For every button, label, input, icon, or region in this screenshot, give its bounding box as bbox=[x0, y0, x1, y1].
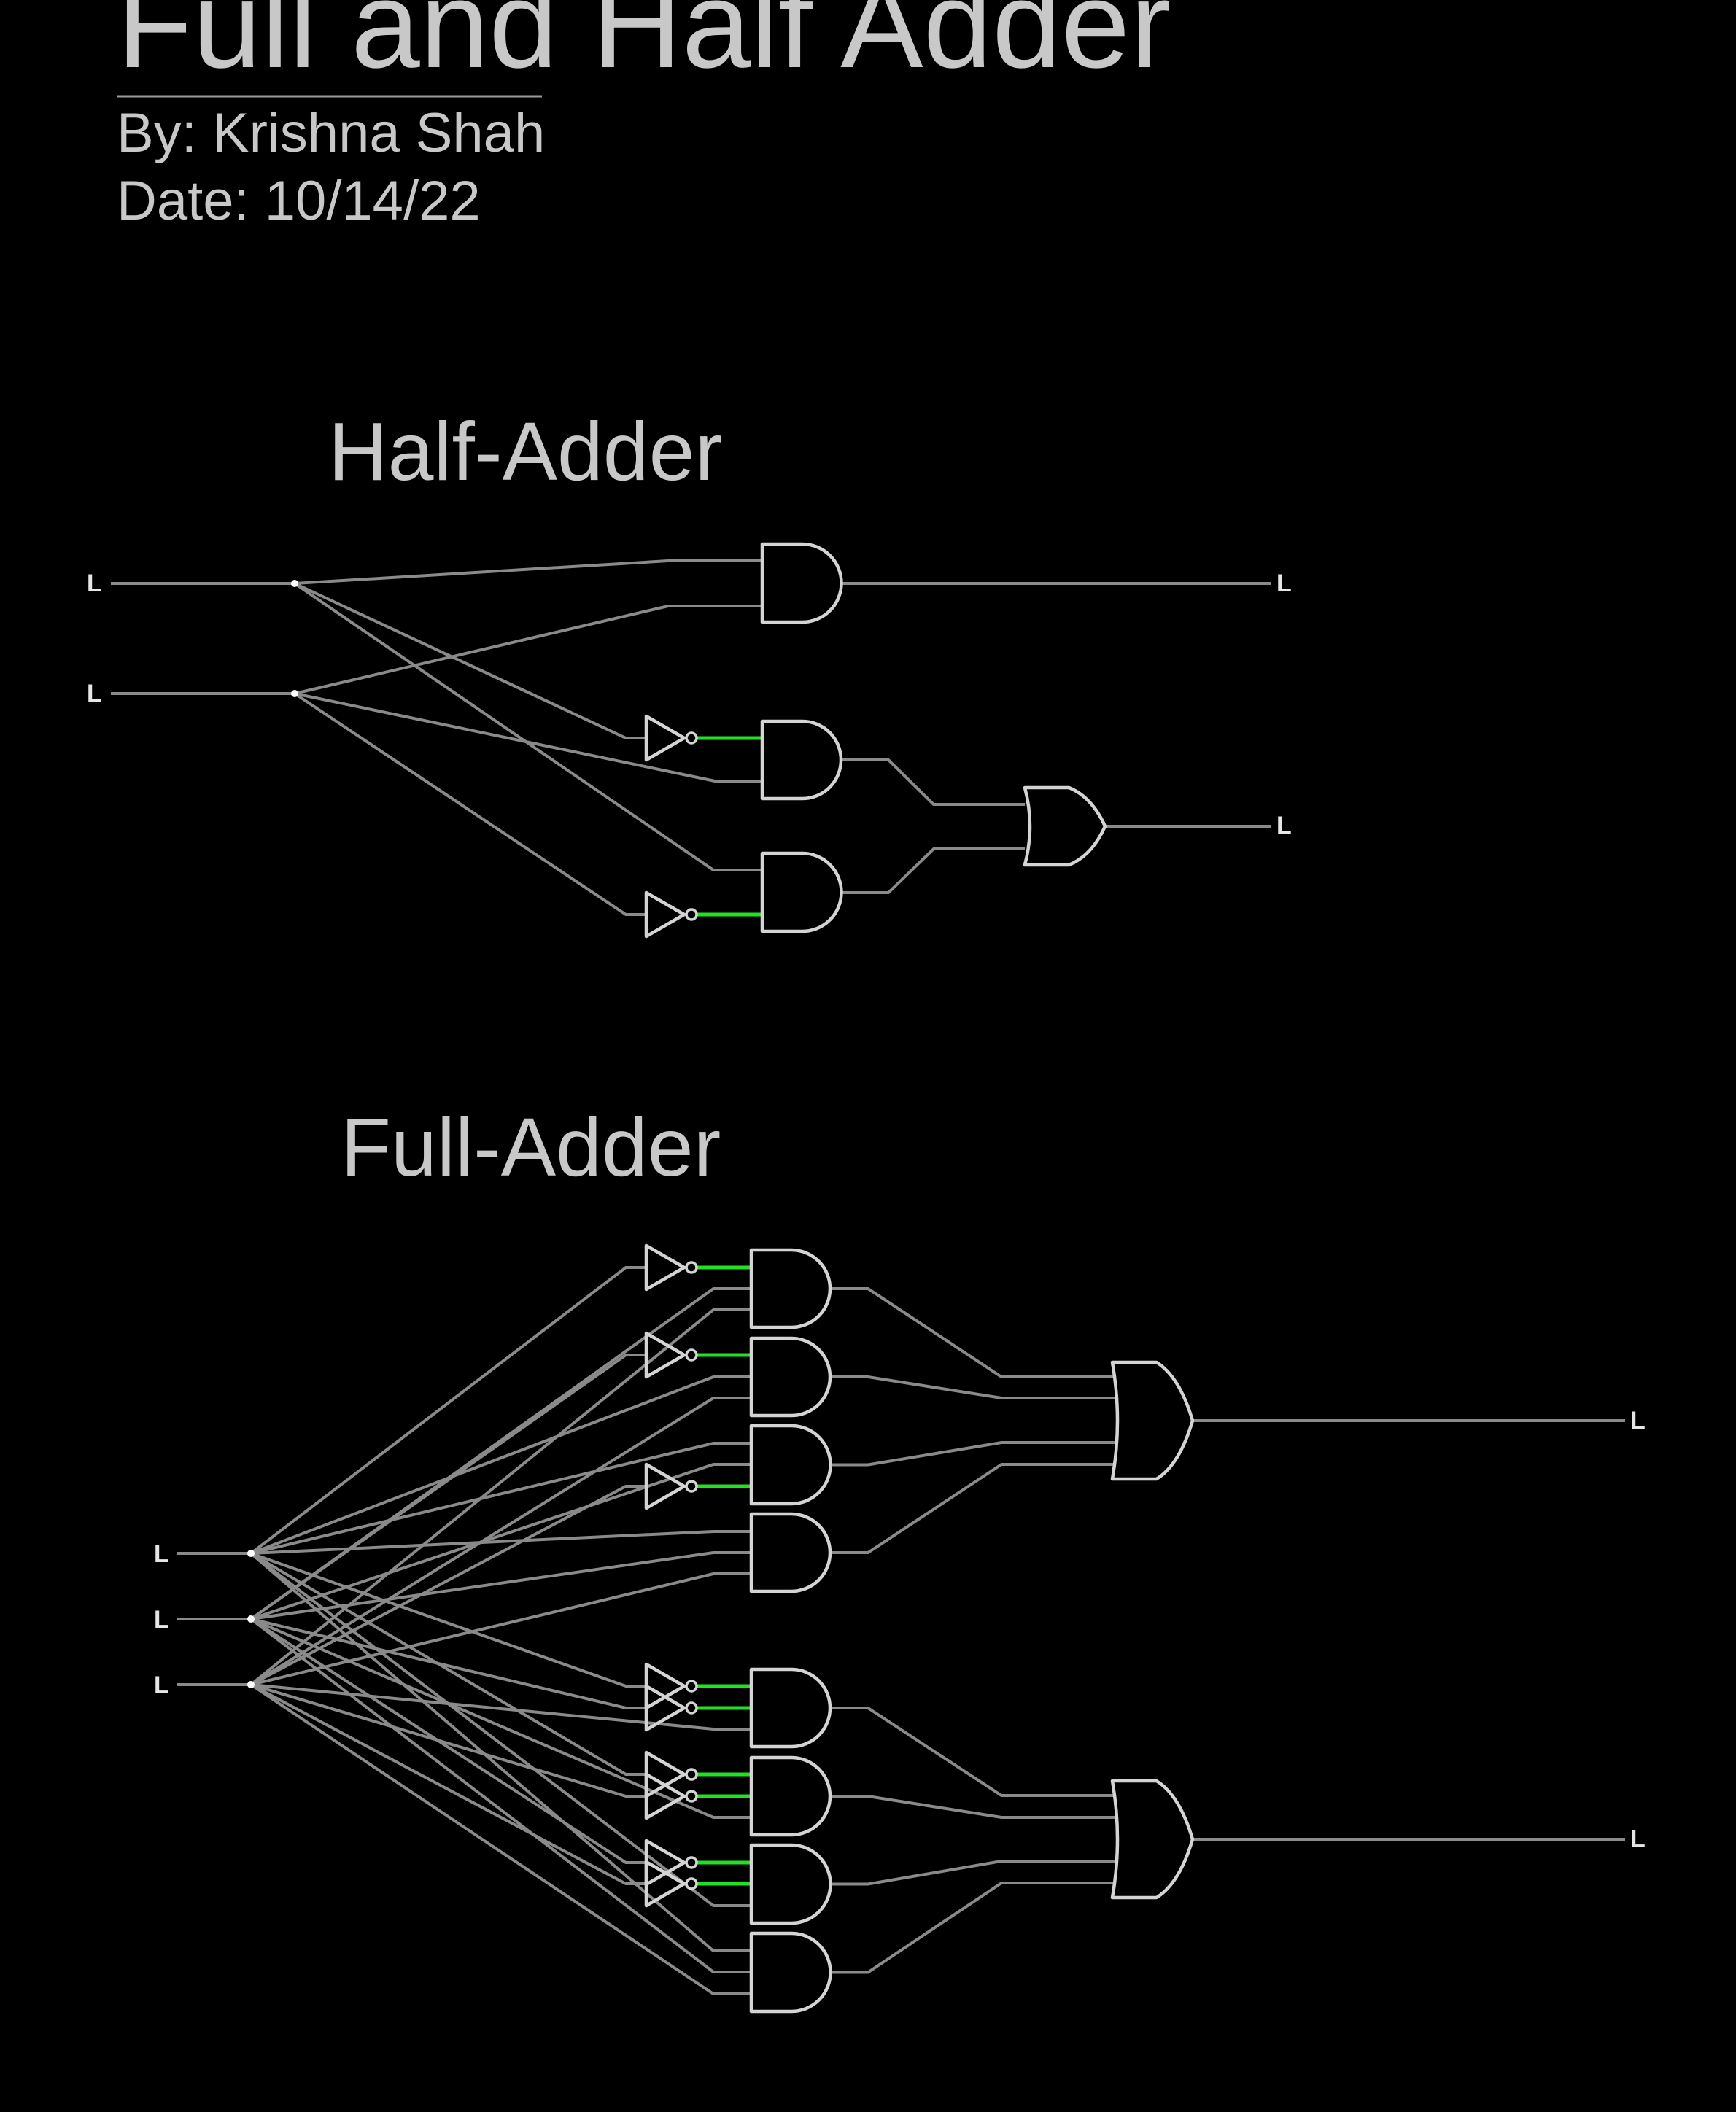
wire bbox=[841, 847, 1025, 894]
half-adder-output-carry: L bbox=[1276, 570, 1292, 597]
wire bbox=[830, 1707, 1116, 1797]
wire bbox=[293, 582, 762, 871]
full-adder-input-cin[interactable]: L bbox=[154, 1672, 169, 1699]
wire bbox=[830, 1287, 1116, 1378]
wire bbox=[294, 605, 762, 695]
junction-layer bbox=[247, 580, 298, 1688]
wire bbox=[830, 1860, 1116, 1886]
and-gate bbox=[749, 1755, 832, 1837]
not-gate bbox=[644, 714, 686, 762]
or-gate bbox=[1110, 1360, 1195, 1481]
full-adder-heading: Full-Adder bbox=[341, 1101, 721, 1193]
not-gate bbox=[644, 1243, 686, 1292]
wire bbox=[250, 1572, 751, 1686]
wire bbox=[249, 1683, 751, 1995]
wire bbox=[250, 1442, 751, 1555]
inverter-bubble bbox=[685, 731, 698, 745]
author-label: By: Krishna Shah bbox=[117, 102, 545, 164]
wire bbox=[830, 1882, 1116, 1974]
not-gate bbox=[644, 1684, 686, 1732]
not-gate bbox=[644, 1860, 686, 1908]
wire bbox=[250, 1618, 751, 1819]
full-adder-output-cout: L bbox=[1630, 1825, 1646, 1853]
wire-layer bbox=[111, 559, 1625, 1995]
or-gate bbox=[1110, 1779, 1195, 1900]
half-adder-input-a[interactable]: L bbox=[87, 570, 102, 597]
full-adder-input-b[interactable]: L bbox=[154, 1606, 169, 1634]
wire bbox=[830, 1441, 1116, 1467]
and-gate bbox=[760, 719, 843, 801]
and-gate bbox=[749, 1336, 832, 1418]
wire bbox=[250, 1551, 751, 1620]
full-adder-input-a[interactable]: L bbox=[154, 1540, 169, 1568]
inverter-bubble bbox=[685, 908, 698, 921]
inverter-bubble bbox=[685, 1856, 698, 1869]
and-gate bbox=[760, 542, 843, 624]
not-gate bbox=[644, 1462, 686, 1510]
inverter-bubble bbox=[685, 1768, 698, 1781]
not-gate bbox=[644, 1331, 686, 1379]
not-gate bbox=[644, 1772, 686, 1820]
wire bbox=[293, 692, 646, 916]
inverter-bubble bbox=[685, 1680, 698, 1693]
wire bbox=[249, 1618, 751, 1973]
active-wire-layer bbox=[697, 736, 762, 1886]
wire bbox=[249, 1266, 646, 1555]
wire bbox=[250, 1375, 751, 1555]
wire bbox=[250, 1463, 751, 1620]
and-gate bbox=[749, 1931, 832, 2014]
wire bbox=[249, 1308, 751, 1686]
page-title: Full and Half Adder bbox=[117, 0, 1171, 94]
wire bbox=[294, 559, 762, 585]
wire bbox=[841, 758, 1025, 806]
wire bbox=[249, 1618, 646, 1864]
wire bbox=[249, 1397, 751, 1686]
inverter-bubble bbox=[685, 1701, 698, 1715]
junction-dot bbox=[247, 1615, 255, 1623]
half-adder-heading: Half-Adder bbox=[328, 405, 722, 497]
wire bbox=[250, 1485, 646, 1686]
inverter-bubble bbox=[685, 1348, 698, 1362]
wire bbox=[250, 1683, 751, 1731]
junction-dot bbox=[247, 1681, 255, 1688]
full-adder-output-sum: L bbox=[1630, 1407, 1646, 1434]
and-gate bbox=[749, 1667, 832, 1749]
and-gate bbox=[749, 1843, 832, 1925]
wire bbox=[250, 1530, 751, 1555]
or-gate bbox=[1023, 785, 1107, 867]
not-gate bbox=[644, 1662, 686, 1710]
and-gate bbox=[760, 851, 843, 933]
inverter-bubble bbox=[685, 1480, 698, 1493]
inverter-bubble bbox=[685, 1261, 698, 1274]
wire bbox=[249, 1552, 751, 1907]
junction-dot bbox=[291, 690, 298, 697]
wire bbox=[830, 1463, 1116, 1554]
wire bbox=[249, 1552, 646, 1776]
and-gate bbox=[749, 1248, 832, 1329]
wire bbox=[830, 1375, 1116, 1399]
wire bbox=[249, 1354, 646, 1620]
wire bbox=[250, 1683, 646, 1885]
date-label: Date: 10/14/22 bbox=[117, 170, 481, 232]
half-adder-output-sum: L bbox=[1276, 812, 1292, 839]
and-gate bbox=[749, 1512, 832, 1593]
wire bbox=[294, 582, 646, 739]
not-gate bbox=[644, 890, 686, 939]
gate-layer bbox=[644, 542, 1195, 2014]
inverter-bubble bbox=[685, 1790, 698, 1803]
half-adder-input-b[interactable]: L bbox=[87, 680, 102, 707]
junction-dot bbox=[291, 580, 298, 587]
wire bbox=[250, 1552, 646, 1688]
inverter-bubble bbox=[685, 1877, 698, 1890]
junction-dot bbox=[247, 1550, 255, 1557]
wire bbox=[830, 1795, 1116, 1819]
wire bbox=[294, 692, 762, 783]
wire bbox=[249, 1552, 751, 1952]
and-gate bbox=[749, 1424, 832, 1506]
wire bbox=[250, 1683, 646, 1798]
